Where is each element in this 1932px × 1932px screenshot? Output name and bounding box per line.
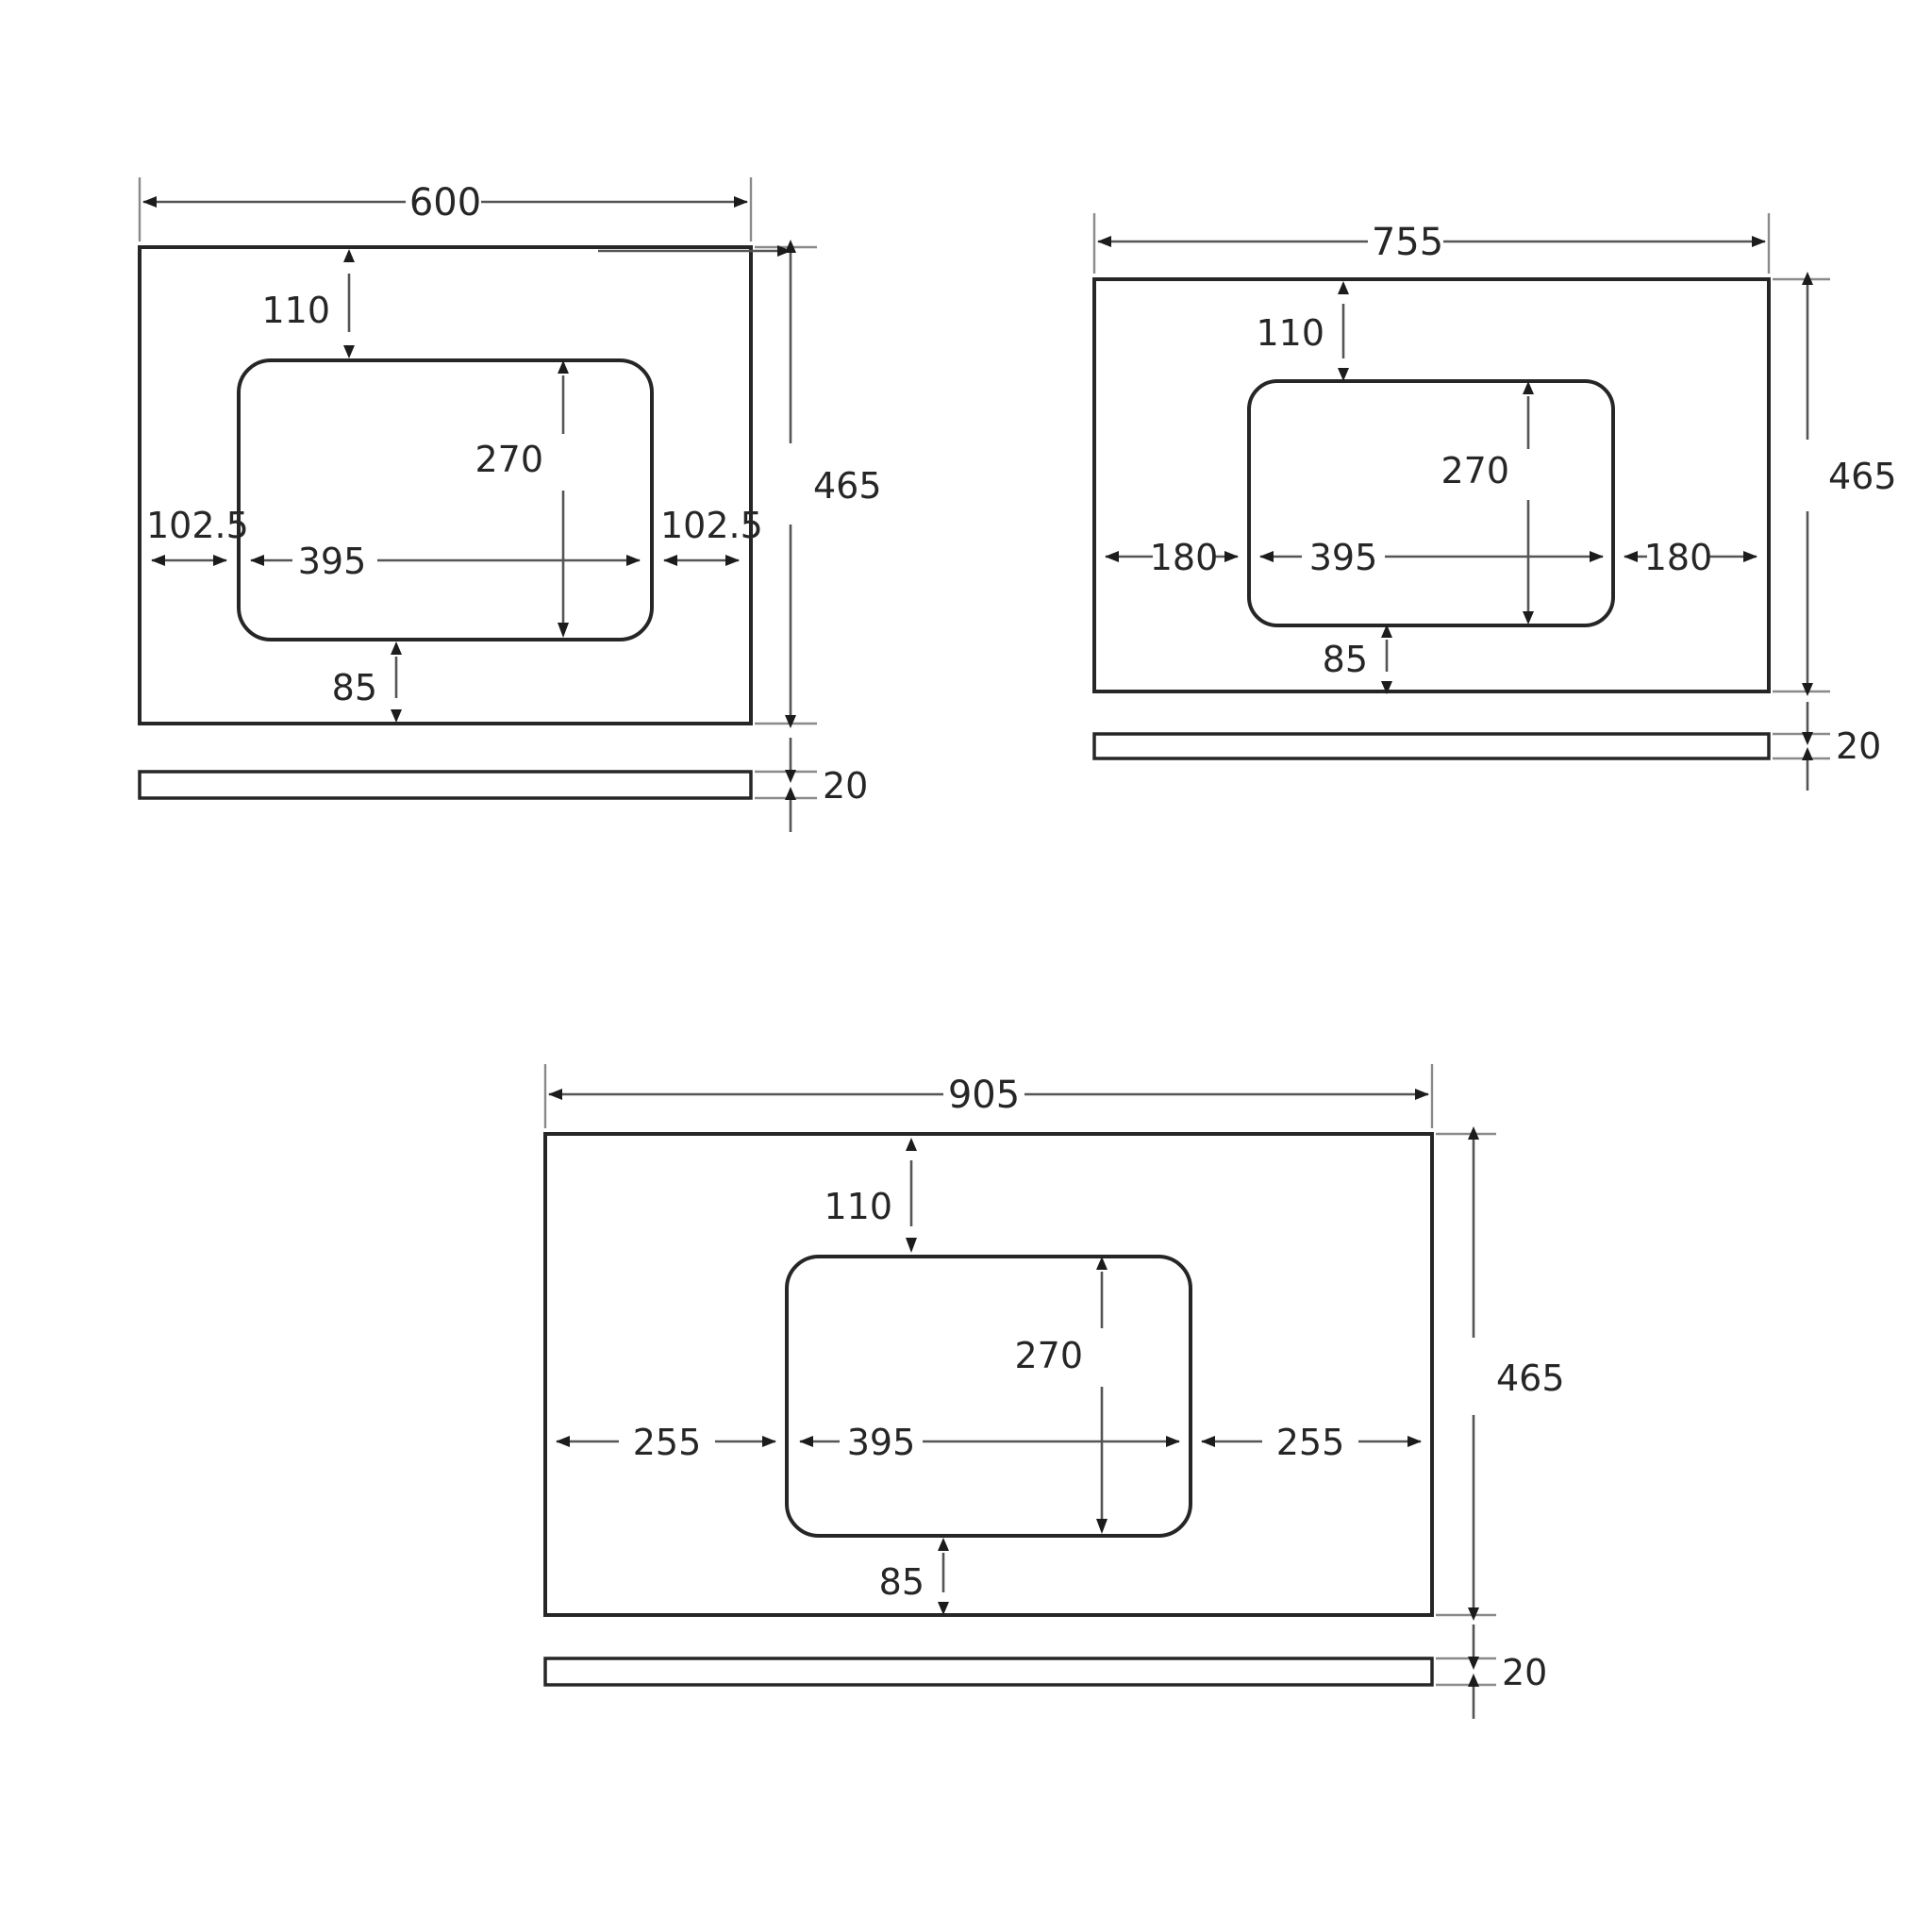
- dim-label-cutout-height-755: 270: [1441, 450, 1509, 491]
- dim-label-bottom-offset-905: 85: [879, 1561, 924, 1603]
- dim-label-right-offset-600: 102.5: [660, 505, 763, 546]
- dim-label-width-755: 755: [1372, 221, 1443, 264]
- dim-label-thickness-600: 20: [823, 765, 868, 807]
- view-755: 755 465 110 270 395 180 180: [1092, 213, 1897, 791]
- dim-label-left-offset-600: 102.5: [146, 505, 249, 546]
- dim-label-top-offset-905: 110: [824, 1186, 892, 1227]
- dim-label-cutout-height-905: 270: [1014, 1335, 1083, 1376]
- dim-label-depth-905: 465: [1496, 1357, 1565, 1399]
- slab-outline-600: [138, 245, 753, 725]
- dim-label-right-offset-755: 180: [1644, 537, 1713, 578]
- dim-label-right-offset-905: 255: [1276, 1422, 1345, 1463]
- dim-label-width-600: 600: [409, 181, 481, 225]
- dim-label-left-offset-755: 180: [1150, 537, 1219, 578]
- basin-cutout-600: [237, 358, 654, 641]
- dim-label-cutout-width-905: 395: [847, 1422, 916, 1463]
- slab-outline-905: [543, 1132, 1434, 1617]
- dim-label-cutout-width-600: 395: [298, 541, 367, 582]
- basin-cutout-905: [785, 1255, 1192, 1538]
- dim-label-top-offset-755: 110: [1256, 312, 1324, 354]
- dim-label-thickness-755: 20: [1836, 725, 1881, 767]
- view-600: 600 465 110 270 395 102.5 102.5: [138, 177, 882, 832]
- dim-label-left-offset-905: 255: [633, 1422, 702, 1463]
- dim-label-thickness-905: 20: [1502, 1652, 1547, 1693]
- edge-profile-755: [1092, 732, 1771, 760]
- view-905: 905 465 110 270 395 255 255: [543, 1064, 1565, 1719]
- basin-cutout-755: [1247, 379, 1615, 627]
- dim-label-cutout-height-600: 270: [475, 439, 543, 480]
- edge-profile-905: [543, 1657, 1434, 1687]
- dim-label-bottom-offset-755: 85: [1323, 639, 1368, 680]
- edge-profile-600: [138, 770, 753, 800]
- dim-label-top-offset-600: 110: [261, 290, 330, 331]
- dim-label-bottom-offset-600: 85: [332, 667, 377, 708]
- dim-label-depth-600: 465: [813, 465, 882, 507]
- slab-outline-755: [1092, 277, 1771, 693]
- dim-label-cutout-width-755: 395: [1309, 537, 1378, 578]
- dim-label-width-905: 905: [948, 1074, 1020, 1117]
- dim-label-depth-755: 465: [1828, 456, 1897, 497]
